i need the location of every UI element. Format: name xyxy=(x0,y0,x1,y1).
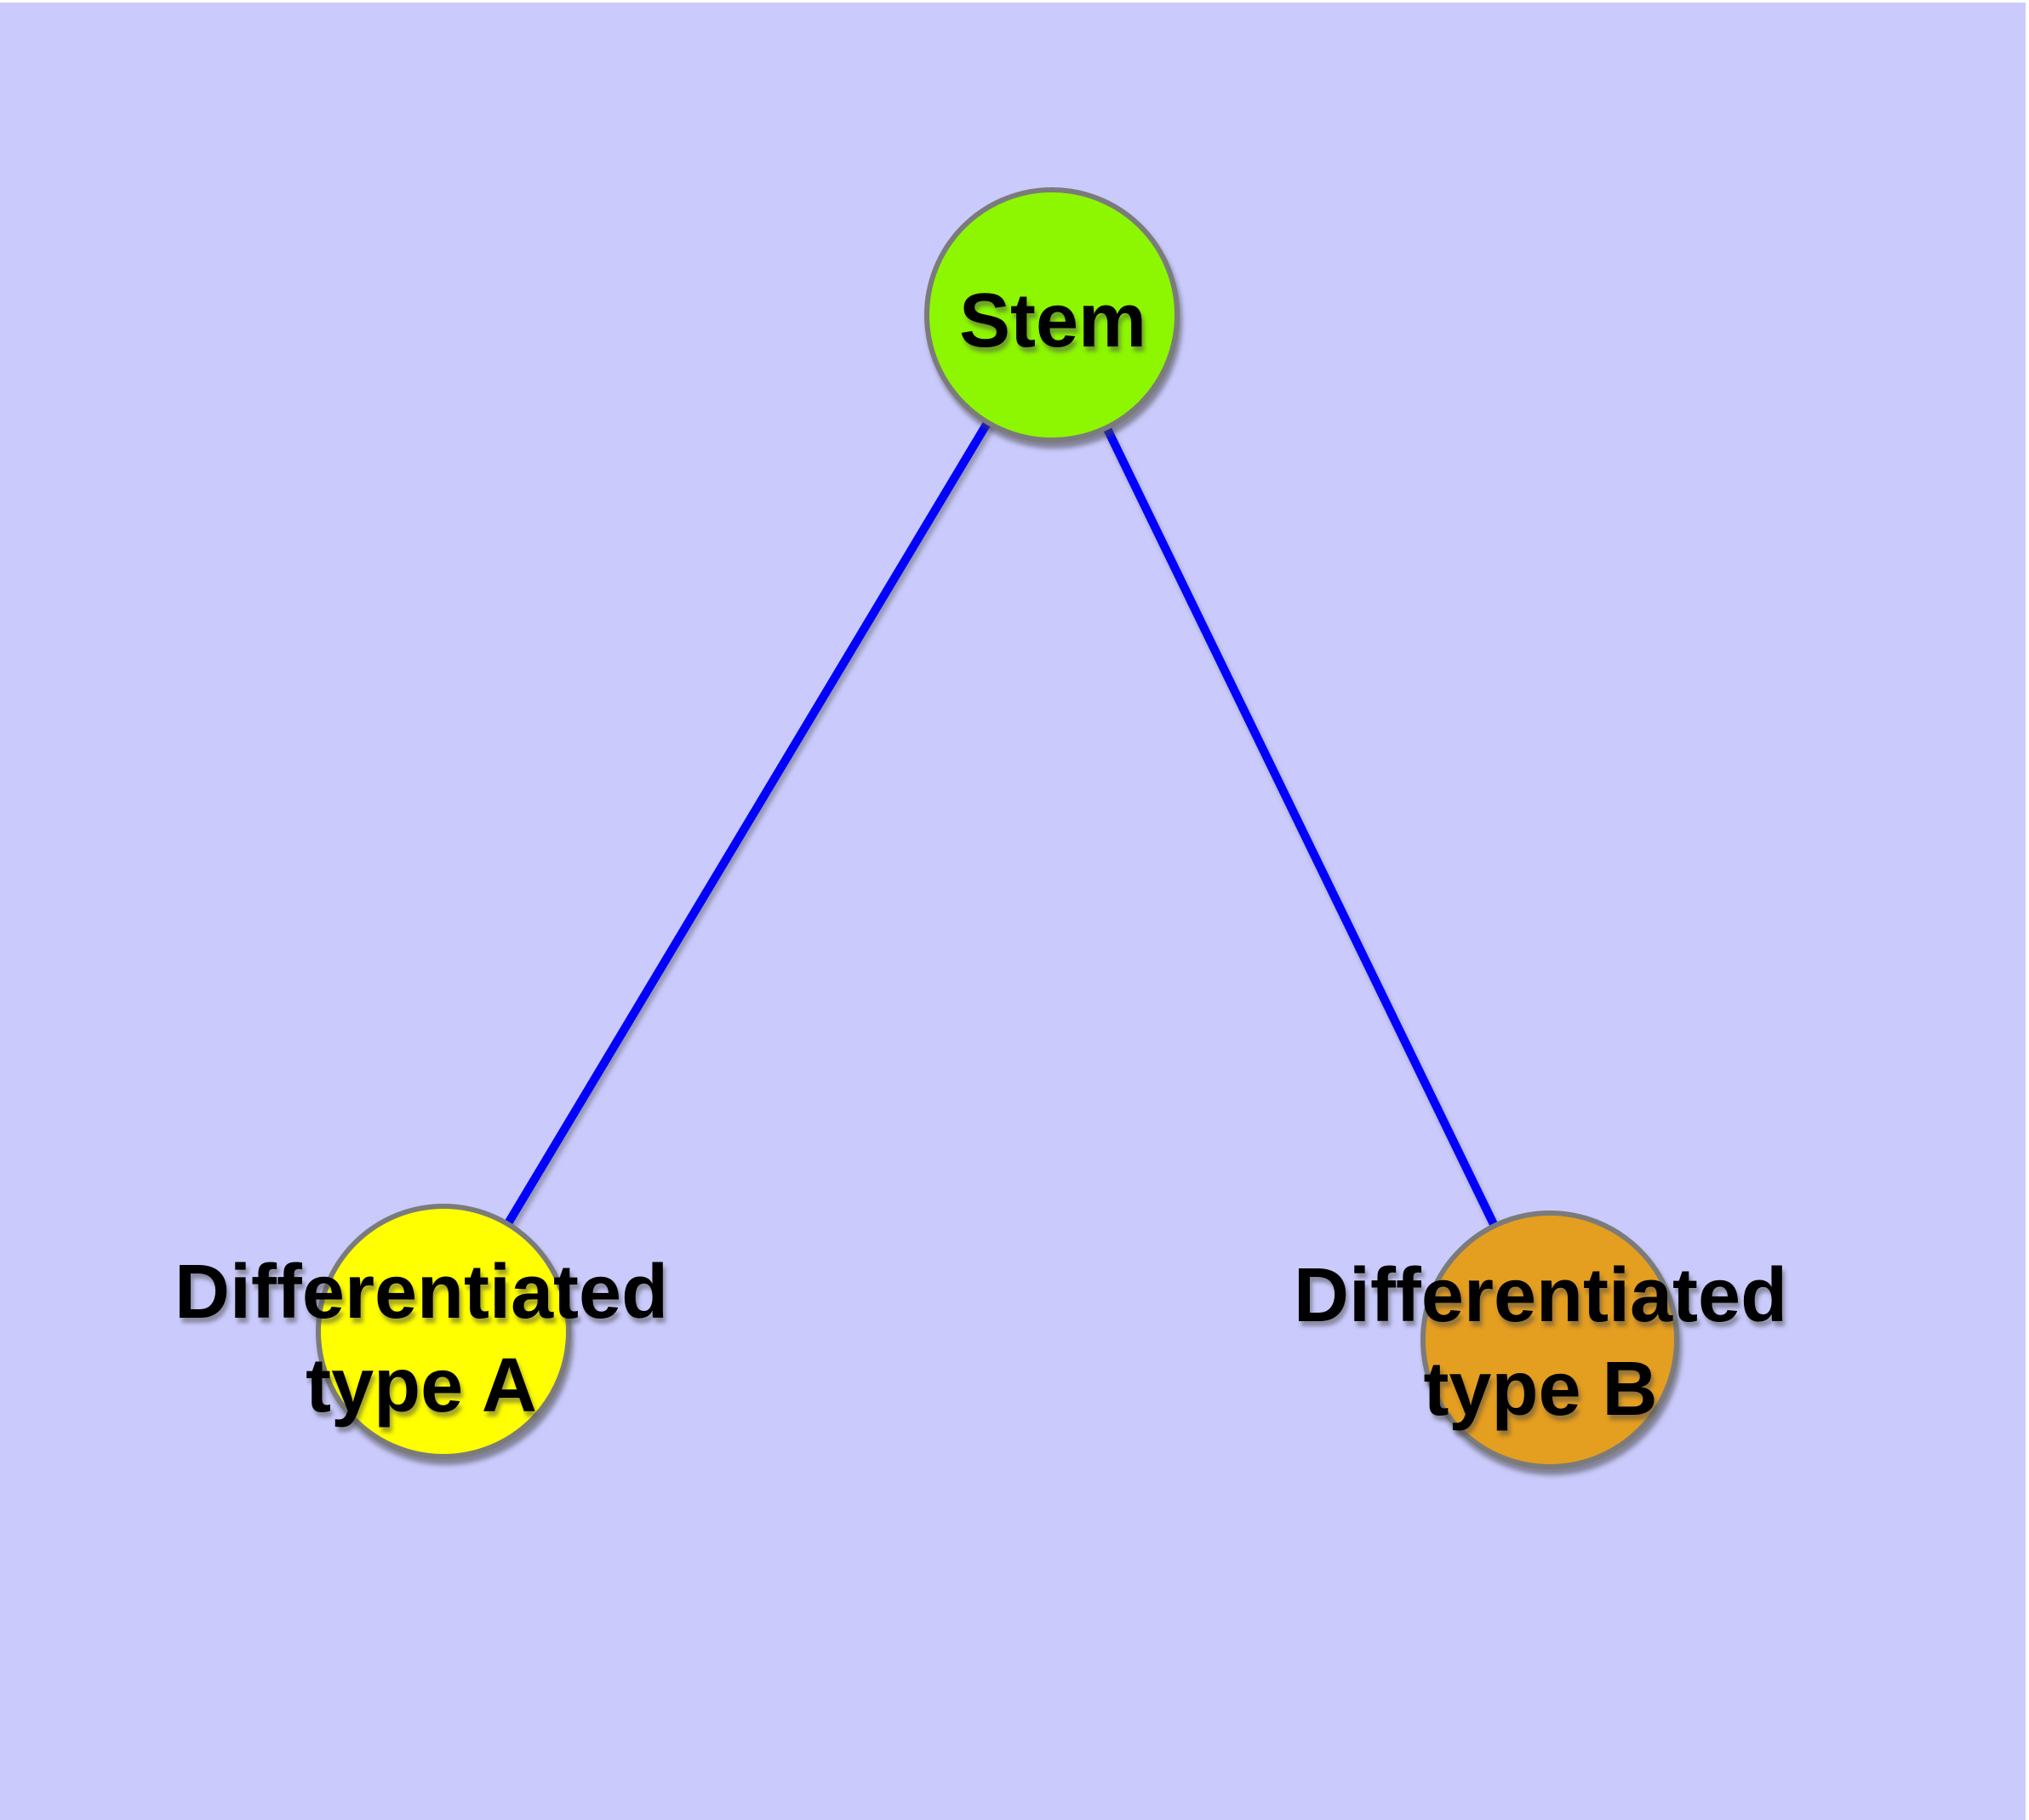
edge-stem-to-type-a xyxy=(439,312,1056,1334)
node-type-b-label: Differentiated type B xyxy=(1294,1249,1787,1436)
node-type-a-label: Differentiated type A xyxy=(174,1245,668,1433)
node-type-b-circle xyxy=(1420,1210,1679,1469)
label-line: Differentiated xyxy=(1293,1253,1788,1338)
label-line: type B xyxy=(1423,1347,1658,1432)
label-line: Differentiated xyxy=(174,1250,669,1335)
edge-stem-to-type-b xyxy=(1048,312,1554,1342)
label-line: Stem xyxy=(958,278,1147,363)
node-type-a-circle xyxy=(316,1204,571,1459)
node-stem-label: Stem xyxy=(959,274,1146,368)
node-stem-circle xyxy=(924,187,1180,443)
label-line: type A xyxy=(306,1343,537,1428)
